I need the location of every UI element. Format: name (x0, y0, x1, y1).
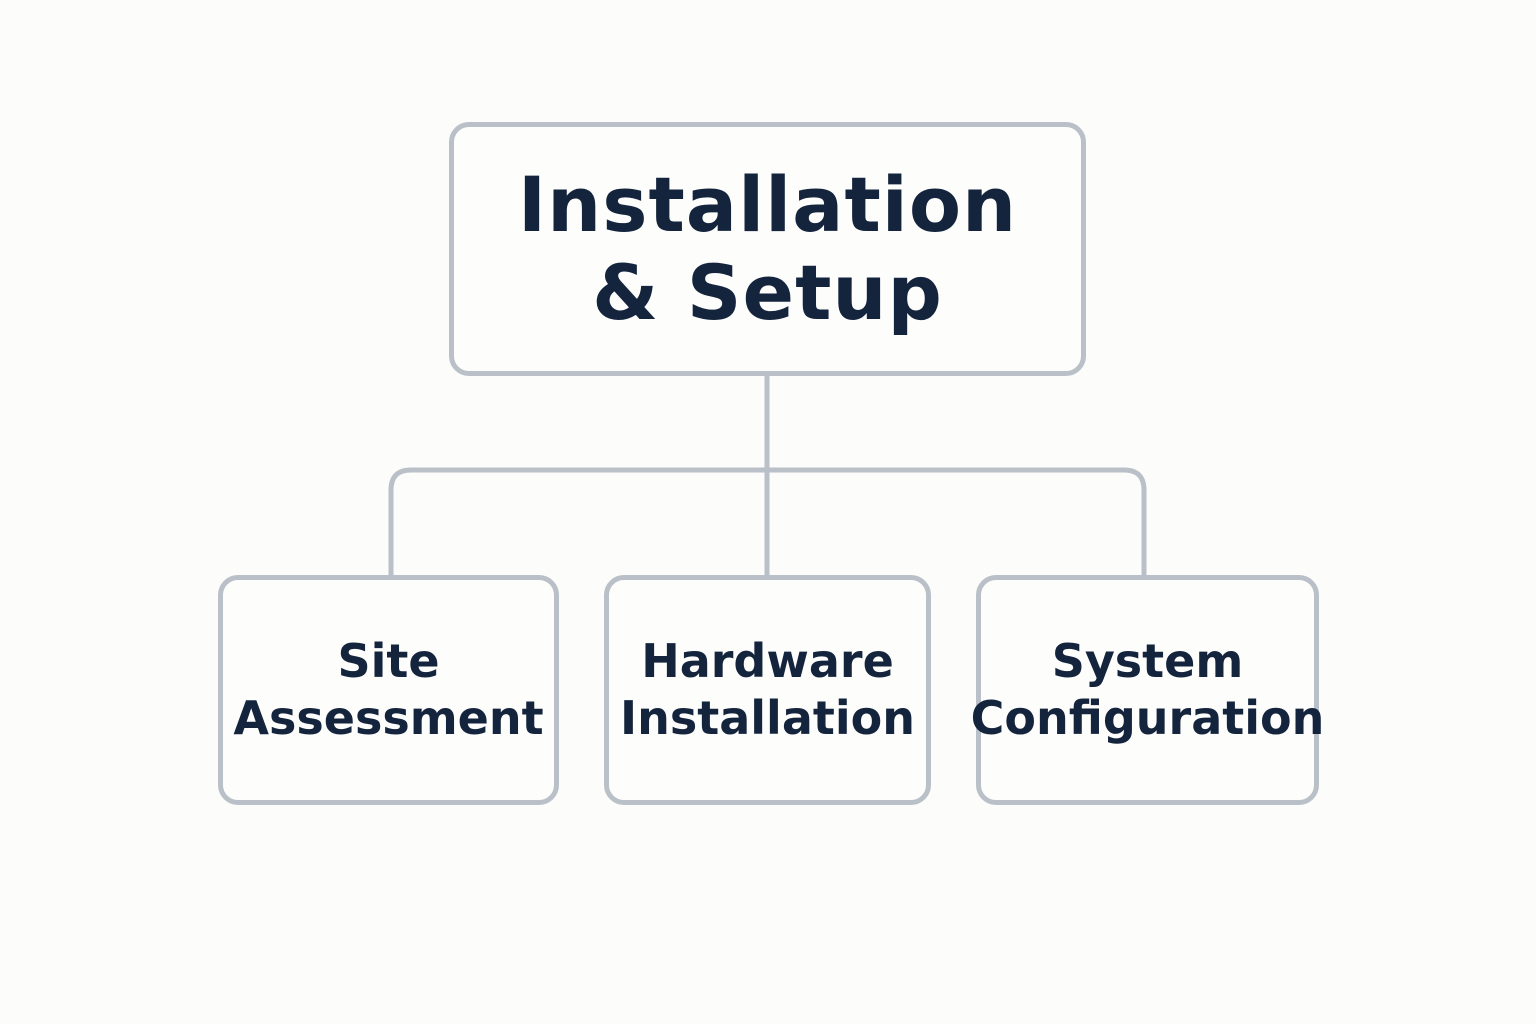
child-node-hardware-installation: Hardware Installation (604, 575, 931, 805)
child-node-label-line-2: Configuration (970, 691, 1325, 745)
child-node-site-assessment: Site Assessment (218, 575, 559, 805)
root-node-installation-setup: Installation & Setup (449, 122, 1086, 376)
child-node-label-line-1: Hardware (641, 634, 894, 688)
root-node-label-line-2: & Setup (592, 248, 943, 337)
child-node-label-line-1: Site (337, 634, 440, 688)
child-node-system-configuration: System Configuration (971, 575, 1324, 805)
child-node-label-line-1: System (1051, 634, 1244, 688)
root-node-label-line-1: Installation (517, 160, 1018, 249)
child-node-label-line-2: Assessment (233, 691, 544, 745)
child-node-label-line-2: Installation (620, 691, 915, 745)
